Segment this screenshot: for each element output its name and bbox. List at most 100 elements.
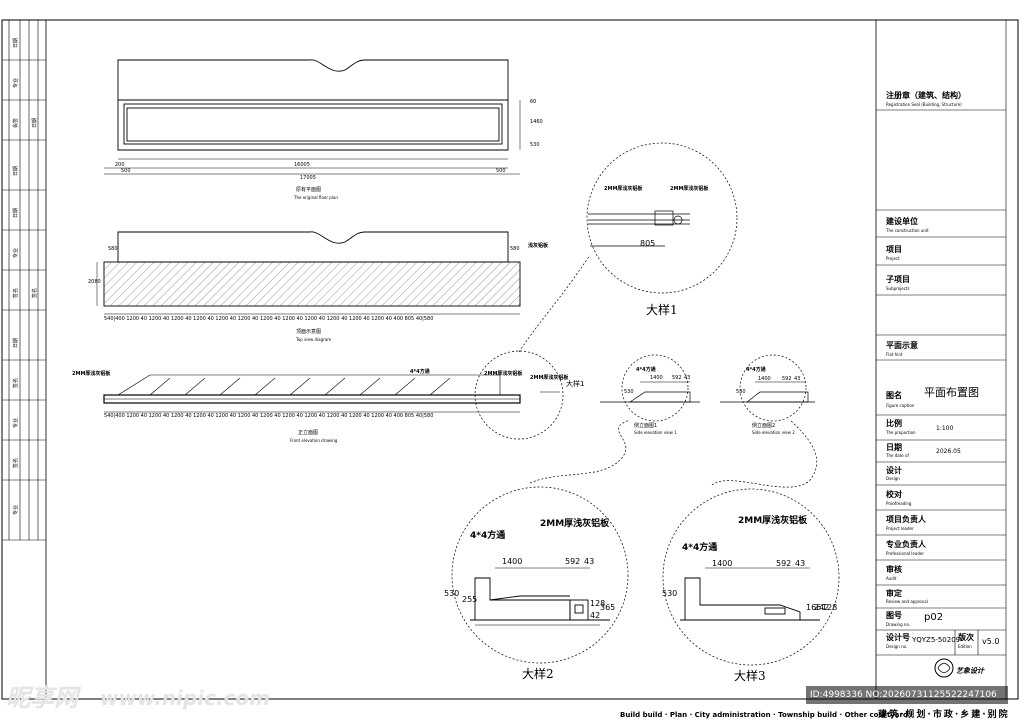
front-detail-ref: 大样1 [566,380,585,388]
detail2-drawing [470,567,610,626]
logo-mark [934,658,954,678]
subproject-en: Subprojects [886,286,910,291]
plan-dim-left2: 500 [121,168,131,174]
side-elevations [600,381,815,403]
top-caption: 顶面示意图 [296,329,322,335]
side-a-note: 4*4方通 [636,367,656,373]
front-dims: 540|400 1200 40 1200 40 1200 40 1200 40 … [104,413,434,419]
project-leader-label: 项目负责人 [886,515,926,524]
strip-label-4: 日期 [13,207,19,218]
design-no-label: 设计号 [886,633,910,642]
detail2-h2: 255 [462,595,478,604]
detail-callouts [451,142,840,666]
project-en: Project [886,256,900,261]
design-no-value: YQYZ5-50209 [912,636,961,644]
detail3-d1: 1400 [712,559,733,568]
design-label: 设计 [886,466,902,475]
proofreading-en: Proofreading [886,501,912,506]
detail3-h1: 530 [662,589,678,598]
side-a-caption: 侧立面图1 [634,423,658,429]
detail3-h4: 128 [822,603,838,612]
detail2-label: 大样2 [522,667,554,681]
strip-label-13: 签名 [32,287,38,298]
detail3-d2: 592 [776,559,792,568]
strip-label-8: 签名 [13,377,19,388]
footer-en: Build build · Plan · City administration… [620,711,908,719]
side-a-d2: 592 [672,375,682,381]
detail2-note2: 2MM厚浅灰铝板 [540,519,610,529]
side-b-note: 4*4方通 [746,367,766,373]
side-b-d4: 530 [736,389,746,395]
side-a-caption-en: Side elevation view 1 [634,430,677,435]
project-leader-en: Project leader [886,526,914,531]
detail2-d1: 1400 [502,557,523,566]
registration-seal-en: Registration Seal (Building, Structure) [886,102,962,107]
professional-leader-label: 专业负责人 [886,540,926,549]
plan-hint-en: Flat hint [886,352,903,357]
front-note-right: 2MM厚浅灰铝板 [484,371,523,377]
date-value: 2026.05 [936,448,961,455]
detail2-d2: 592 [565,557,581,566]
strip-label-5: 专业 [13,247,19,258]
detail1-note1: 2MM厚浅灰铝板 [604,186,643,192]
project-label: 项目 [886,245,902,254]
registration-seal-label: 注册章（建筑、结构） [886,91,966,100]
figure-caption-en: Figure caption [886,403,915,408]
plan-dim-left: 200 [115,162,125,168]
review-en: Review and approval [886,599,928,604]
detail3-label: 大样3 [734,669,766,683]
top-caption-en: Top view diagram [296,337,332,342]
strip-label-10: 签名 [13,457,19,468]
review-label: 审定 [886,589,902,598]
subproject-label: 子项目 [886,275,910,284]
construction-unit-label: 建设单位 [886,217,918,226]
proportion-en: The proportion [886,430,916,435]
audit-label: 审核 [886,565,902,574]
side-b-caption: 侧立面图2 [752,423,776,429]
proportion-label: 比例 [886,419,902,428]
strip-label-1: 专业 [13,77,19,88]
top-dims: 540|400 1200 40 1200 40 1200 40 1200 40 … [104,316,434,322]
strip-label-9: 专业 [13,417,19,428]
construction-unit-en: The construction unit [886,228,929,233]
design-en: Design [886,476,900,481]
detail2-h3: 128 [590,599,606,608]
detail3-h2: 166 [806,603,822,612]
plan-caption-en: The original floor plan [294,195,338,200]
top-dim-h: 2080 [88,279,101,285]
plan-dim-h2: 1460 [530,119,543,125]
plan-dim-total: 17005 [300,175,316,181]
front-elevation [103,374,560,413]
design-no-en: Design no. [886,644,908,649]
side-a-d3: 43 [684,375,691,381]
detail2-d3: 43 [584,557,595,566]
footer-cn: 建筑·规划·市政·乡建·别院 [878,710,1010,720]
front-note-r2: 2MM厚浅灰铝板 [530,375,569,381]
plan-dim-right: 500 [496,168,506,174]
strip-label-6: 签名 [13,287,19,298]
plan-hint-label: 平面示意 [886,341,918,350]
professional-leader-en: Professional leader [886,551,924,556]
proportion-value: 1:100 [936,425,954,432]
side-b-caption-en: Side elevation view 2 [752,430,795,435]
top-note: 浅灰铝板 [528,243,549,249]
date-en: The date of [886,453,909,458]
edition-value: v5.0 [982,637,1000,646]
front-caption: 正立面图 [298,430,319,436]
detail1-dim: 805 [640,239,656,248]
drawing-no-value: p02 [924,612,944,623]
strip-label-11: 专业 [13,504,19,515]
edition-label: 版次 [958,633,974,642]
side-a-d1: 1400 [650,375,663,381]
strip-label-0: 日期 [13,37,19,48]
detail2-h4: 365 [600,603,616,612]
top-dim-top: 580 [108,246,118,252]
top-view [96,231,521,315]
side-b-d3: 43 [794,376,801,382]
side-a-d4: 530 [624,389,634,395]
detail3-note1: 4*4方通 [682,543,718,553]
watermark-url: www.nipic.com [100,686,270,710]
original-plan [104,59,521,175]
